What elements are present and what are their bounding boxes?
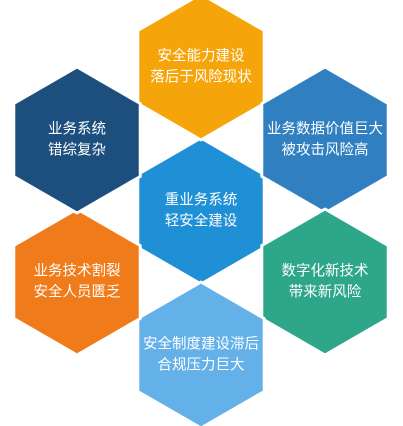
hexagon-shape-lower-right	[260, 207, 390, 357]
hexagon-label-center-line-2: 轻安全建设	[165, 211, 238, 229]
hexagon-label-upper-left-line-1: 业务系统	[48, 120, 106, 137]
hexagon-shape-center	[136, 136, 266, 286]
hexagon-label-bottom-line-1: 安全制度建设滞后	[143, 334, 259, 352]
hexagon-shape-upper-left	[12, 65, 142, 215]
hexagon-shape-bottom	[136, 280, 266, 426]
hexagon-label-bottom-line-2: 合规压力巨大	[158, 356, 245, 373]
hexagon-shape-top	[136, 0, 266, 142]
hexagon-label-lower-left-line-2: 安全人员匮乏	[34, 282, 121, 300]
hexagon-label-lower-right-line-1: 数字化新技术	[282, 262, 369, 279]
hexagon-shape-lower-left	[12, 207, 142, 357]
hexagon-shape-upper-right	[260, 65, 390, 215]
hexagon-label-top-line-2: 落后于风险现状	[150, 68, 252, 85]
hexagon-label-center-line-1: 重业务系统	[165, 191, 238, 208]
hexagon-label-upper-right-line-2: 被攻击风险高	[282, 141, 369, 158]
hexagon-label-lower-left-line-1: 业务技术割裂	[34, 262, 121, 279]
hexagon-label-upper-left-line-2: 错综复杂	[48, 140, 106, 158]
hexagon-label-top-line-1: 安全能力建设	[158, 46, 245, 64]
hexagon-label-upper-right-line-1: 业务数据价值巨大	[267, 120, 383, 137]
hexagon-label-lower-right-line-2: 带来新风险	[289, 283, 362, 300]
